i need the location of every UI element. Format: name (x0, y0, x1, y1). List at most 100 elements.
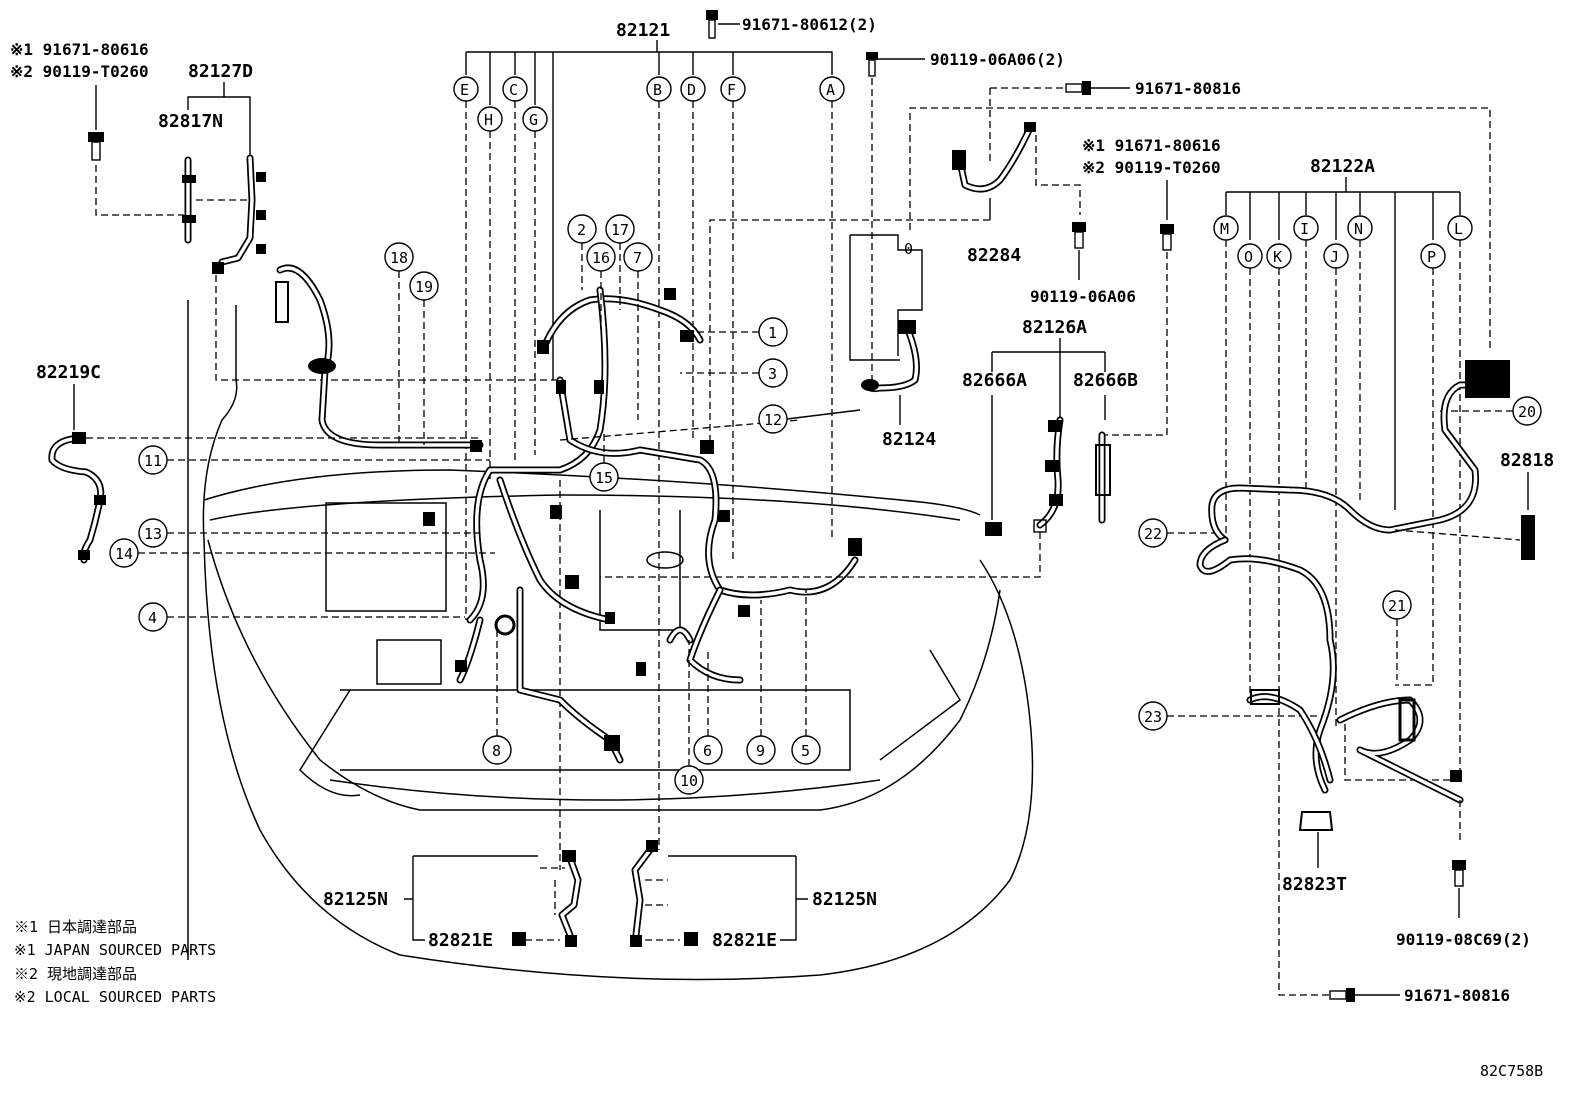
fastener-91671-80816-top: 91671-80816 (1135, 79, 1241, 98)
callout-6: 6 (693, 650, 723, 765)
part-number-82666b: 82666B (1073, 370, 1138, 391)
callout-3: 3 (680, 358, 788, 388)
svg-text:6: 6 (703, 742, 712, 760)
part-number-82666a: 82666A (962, 370, 1027, 391)
part-number-82125n-right: 82125N (812, 889, 877, 910)
svg-text:7: 7 (633, 249, 642, 267)
fastener-left-line1: ※1 91671-80616 (10, 40, 149, 59)
callout-5: 5 (791, 590, 821, 765)
connector-letter-m: M (1213, 215, 1239, 241)
connector-letters-main: E H C G B D F A (453, 76, 845, 132)
bolt-80816-top (989, 81, 1130, 165)
svg-text:11: 11 (144, 452, 162, 470)
svg-text:16: 16 (592, 249, 610, 267)
svg-text:22: 22 (1144, 525, 1162, 543)
part-number-82821e-left: 82821E (428, 930, 493, 951)
bolt-06a06-2 (866, 52, 925, 380)
main-harness-bracket (465, 40, 833, 380)
bolt-mid-t0260 (1105, 180, 1174, 436)
part-number-82823t: 82823T (1282, 874, 1347, 895)
callout-19: 19 (409, 271, 439, 445)
bracket-82818-drawing (1521, 472, 1535, 560)
svg-text:A: A (826, 81, 835, 99)
harness-82126a-drawing (600, 395, 1111, 578)
part-number-82125n-left: 82125N (323, 889, 388, 910)
note-line-1: ※1 日本調達部品 (14, 918, 137, 936)
dashed-frame-top (909, 107, 1491, 350)
svg-text:P: P (1427, 248, 1436, 266)
fastener-90119-08c69: 90119-08C69(2) (1396, 930, 1531, 949)
callout-1: 1 (680, 317, 788, 347)
cable-82124-drawing: 0 (849, 234, 923, 425)
bracket-82122a (1225, 177, 1461, 510)
svg-text:17: 17 (611, 221, 629, 239)
callout-11: 11 (138, 445, 490, 475)
svg-text:2: 2 (577, 221, 586, 239)
part-number-82219c: 82219C (36, 362, 101, 383)
connector-letter-g: G (522, 106, 548, 132)
svg-text:E: E (460, 81, 469, 99)
connector-letter-n: N (1347, 215, 1373, 241)
bracket-82125n-left (404, 855, 538, 941)
svg-text:8: 8 (492, 742, 501, 760)
fastener-left-line2: ※2 90119-T0260 (10, 62, 149, 81)
callout-7: 7 (623, 242, 653, 420)
part-number-82821e-right: 82821E (712, 930, 777, 951)
bolt-top (706, 10, 740, 39)
connector-letter-h: H (477, 106, 503, 132)
callout-18: 18 (384, 242, 414, 445)
svg-text:F: F (727, 81, 736, 99)
callout-22: 22 (1138, 518, 1220, 548)
svg-text:H: H (484, 111, 493, 129)
part-number-82124: 82124 (882, 429, 936, 450)
svg-text:N: N (1354, 220, 1363, 238)
connector-letter-k: K (1266, 243, 1292, 269)
svg-text:B: B (653, 81, 662, 99)
clip-82823t-drawing (1298, 811, 1334, 868)
note-line-3: ※2 現地調達部品 (14, 965, 137, 983)
callout-4: 4 (138, 602, 465, 632)
harness-82127d-drawing (182, 154, 560, 381)
svg-text:K: K (1273, 248, 1282, 266)
fastener-90119-06a06: 90119-06A06 (1030, 287, 1136, 306)
bolt-80816-bottom (1329, 988, 1400, 1002)
vehicle-body-outline (187, 300, 1034, 981)
connector-letter-l: L (1447, 215, 1473, 241)
svg-text:3: 3 (768, 365, 777, 383)
svg-text:12: 12 (764, 411, 782, 429)
harness-firewall-loop (275, 264, 484, 449)
connector-letter-c: C (502, 76, 528, 102)
callout-14: 14 (109, 538, 495, 568)
svg-text:1: 1 (768, 324, 777, 342)
connector-letter-f: F (720, 76, 746, 102)
svg-text:4: 4 (148, 609, 157, 627)
svg-text:20: 20 (1518, 403, 1536, 421)
harness-82125n-left-drawing (512, 850, 582, 947)
bolt-mid-06a06 (1072, 222, 1086, 280)
main-letter-leaders (465, 101, 833, 870)
part-number-82122a: 82122A (1310, 156, 1375, 177)
fastener-mid-line2: ※2 90119-T0260 (1082, 158, 1221, 177)
svg-text:13: 13 (144, 525, 162, 543)
svg-text:I: I (1300, 220, 1309, 238)
harness-82219c-drawing (48, 432, 480, 564)
svg-text:5: 5 (801, 742, 810, 760)
callout-16: 16 (586, 242, 616, 330)
svg-text:10: 10 (680, 772, 698, 790)
svg-text:19: 19 (415, 278, 433, 296)
harness-82122a-drawing (1196, 360, 1521, 804)
part-number-82127d: 82127D (188, 61, 253, 82)
cable-82284-drawing (709, 122, 1081, 440)
fastener-mid-line1: ※1 91671-80616 (1082, 136, 1221, 155)
callout-10: 10 (674, 640, 704, 795)
svg-text:L: L (1454, 220, 1463, 238)
part-number-82126a: 82126A (1022, 317, 1087, 338)
connector-letter-i: I (1293, 215, 1319, 241)
fastener-91671-80612: 91671-80612(2) (742, 15, 877, 34)
bracket-82126a (991, 338, 1106, 420)
svg-text:0: 0 (904, 240, 913, 258)
callout-8: 8 (482, 630, 512, 765)
callout-15: 15 (589, 430, 619, 492)
svg-text:J: J (1330, 248, 1339, 266)
svg-text:O: O (1244, 248, 1253, 266)
